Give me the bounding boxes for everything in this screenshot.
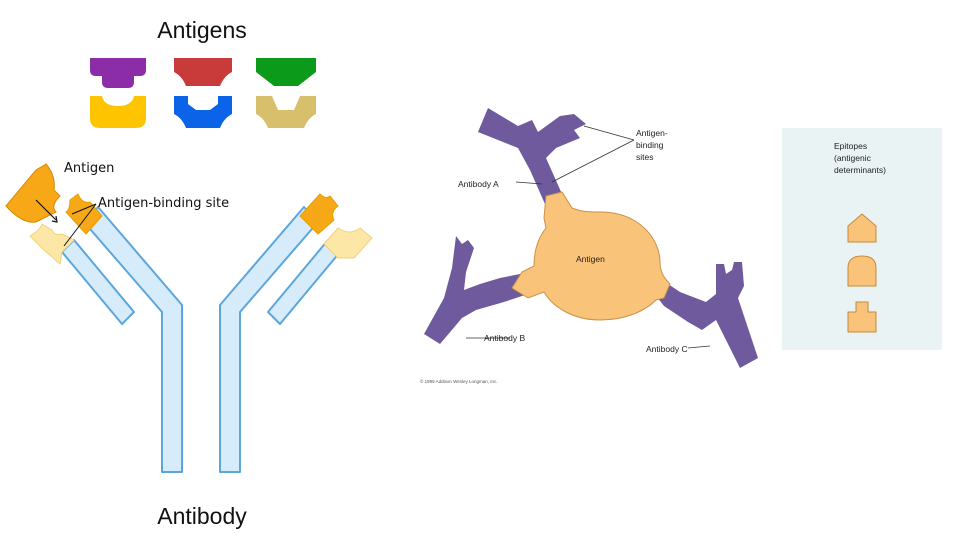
middle-diagram: Antigen Antigen- binding sites Antibody … bbox=[420, 108, 758, 384]
heavy-chain-right bbox=[219, 206, 319, 473]
binding-arrow bbox=[35, 199, 58, 223]
tip-left-orange bbox=[65, 193, 103, 235]
middle-antigen-label: Antigen bbox=[576, 254, 605, 264]
epitope-notched bbox=[847, 301, 877, 333]
antibody-light-chains bbox=[61, 239, 341, 325]
tip-right-orange bbox=[299, 193, 339, 235]
antigens-title: Antigens bbox=[157, 17, 247, 43]
antigen-red bbox=[174, 58, 232, 86]
epitope-rounded bbox=[847, 255, 877, 287]
antigen-blob bbox=[511, 191, 671, 321]
epitopes-panel: Epitopes (antigenic determinants) bbox=[782, 128, 942, 350]
antigen-tan bbox=[256, 96, 316, 128]
binding-sites-line-3: sites bbox=[636, 152, 653, 162]
left-diagram: Antigens bbox=[5, 17, 373, 529]
antibody-b-label: Antibody B bbox=[484, 333, 525, 343]
antibody-c bbox=[650, 262, 758, 368]
epitope-pointed bbox=[847, 213, 877, 243]
antibody-c-label: Antibody C bbox=[646, 344, 688, 354]
epitopes-title-line-1: Epitopes bbox=[834, 141, 867, 151]
epitopes-title-line-3: determinants) bbox=[834, 165, 886, 175]
antigen-yellow bbox=[90, 96, 146, 128]
antigen-green bbox=[256, 58, 316, 86]
antigen-shapes-row-2 bbox=[90, 96, 316, 128]
heavy-chain-left bbox=[83, 206, 183, 473]
antibody-a-label: Antibody A bbox=[458, 179, 499, 189]
antigen-purple bbox=[90, 58, 146, 88]
binding-site-label: Antigen-binding site bbox=[98, 196, 229, 211]
antibody-heavy-chains bbox=[83, 206, 319, 473]
antibody-b bbox=[424, 236, 534, 344]
binding-site-leaders bbox=[63, 203, 97, 247]
epitopes-title-line-2: (antigenic bbox=[834, 153, 872, 163]
binding-sites-line-2: binding bbox=[636, 140, 664, 150]
epitope-shapes bbox=[847, 213, 877, 333]
antibody-title: Antibody bbox=[157, 503, 247, 529]
copyright-text: © 1999 Addison Wesley Longman, Inc. bbox=[420, 378, 498, 384]
antigen-shapes-row-1 bbox=[90, 58, 316, 88]
middle-leaders bbox=[466, 125, 711, 349]
antigen-label: Antigen bbox=[64, 161, 114, 176]
binding-sites-line-1: Antigen- bbox=[636, 128, 668, 138]
bound-antigen bbox=[5, 163, 61, 223]
antigen-blue bbox=[174, 96, 232, 128]
antibody-a bbox=[478, 108, 586, 220]
antibody-tips bbox=[29, 193, 373, 265]
tip-right-pale bbox=[323, 227, 373, 259]
